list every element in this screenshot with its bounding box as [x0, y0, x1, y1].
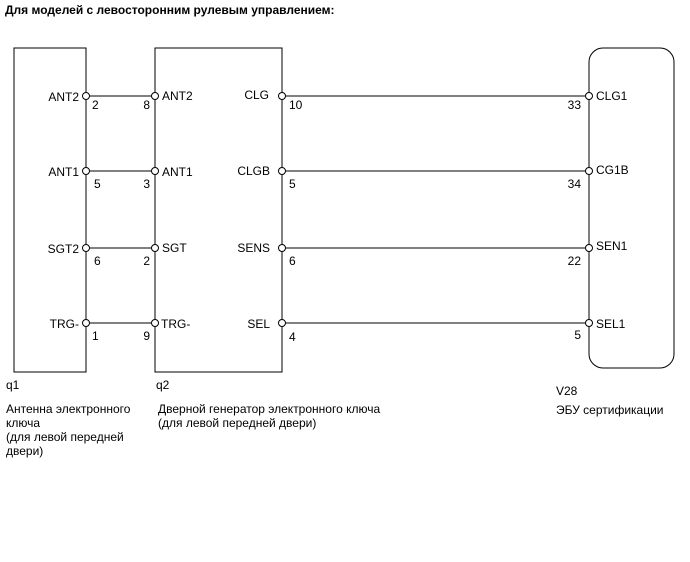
component-v28-desc: ЭБУ сертификации [556, 403, 664, 417]
q2-right-pin-label: CLG [244, 88, 269, 102]
q2-right-pin-label: SENS [237, 241, 270, 255]
q1-pin-number: 1 [92, 329, 99, 343]
component-q2-desc: Дверной генератор электронного ключа [158, 402, 380, 416]
terminal-q2-clg [278, 92, 286, 100]
q1-pin-label: ANT1 [48, 165, 79, 179]
q1-pin-label: TRG- [50, 317, 79, 331]
component-q1-desc: двери) [6, 444, 43, 458]
v28-pin-label: SEL1 [596, 317, 626, 331]
v28-pin-number: 5 [574, 328, 581, 342]
q2-left-pin-label: TRG- [161, 317, 190, 331]
component-q1-desc: (для левой передней [6, 430, 124, 444]
terminal-q2-sgt [151, 244, 159, 252]
component-v28-ref: V28 [556, 384, 578, 398]
component-q1-box [13, 47, 87, 373]
q2-left-pin-label: ANT1 [162, 165, 193, 179]
terminal-q2-ant1 [151, 167, 159, 175]
v28-pin-label: CLG1 [596, 89, 628, 103]
v28-pin-label: CG1B [596, 163, 629, 177]
terminal-q1-sgt2 [82, 244, 90, 252]
q2-right-pin-label: CLGB [237, 164, 270, 178]
q2-right-pin-label: SEL [247, 317, 270, 331]
terminal-q1-trg [82, 319, 90, 327]
component-q1-desc: Антенна электронного [6, 402, 131, 416]
q2-right-pin-number: 4 [289, 330, 296, 344]
q1-pin-number: 6 [94, 254, 101, 268]
q1-pin-label: SGT2 [48, 242, 80, 256]
component-q2-box [154, 47, 283, 373]
component-q2-desc: (для левой передней двери) [158, 416, 316, 430]
q2-right-pin-number: 5 [289, 177, 296, 191]
terminal-q1-ant2 [82, 92, 90, 100]
terminal-q2-ant2 [151, 92, 159, 100]
component-q1-desc: ключа [6, 416, 40, 430]
terminal-q2-sel [278, 319, 286, 327]
terminal-q1-ant1 [82, 167, 90, 175]
q1-pin-label: ANT2 [48, 90, 79, 104]
terminal-v28-sen1 [585, 244, 593, 252]
component-q2-ref: q2 [156, 378, 170, 392]
terminal-v28-clg1 [585, 92, 593, 100]
component-q1-ref: q1 [6, 378, 20, 392]
q2-left-pin-label: ANT2 [162, 89, 193, 103]
q2-left-pin-number: 3 [143, 177, 150, 191]
diagram-title: Для моделей с левосторонним рулевым упра… [5, 3, 335, 17]
q1-pin-number: 5 [94, 177, 101, 191]
terminal-v28-sel1 [585, 319, 593, 327]
v28-pin-number: 22 [568, 254, 582, 268]
terminal-q2-sens [278, 244, 286, 252]
terminal-q2-trg [151, 319, 159, 327]
q2-left-pin-number: 9 [143, 329, 150, 343]
q2-left-pin-number: 8 [143, 98, 150, 112]
terminal-q2-clgb [278, 167, 286, 175]
v28-pin-label: SEN1 [596, 239, 628, 253]
q2-right-pin-number: 6 [289, 254, 296, 268]
q1-pin-number: 2 [92, 98, 99, 112]
v28-pin-number: 34 [568, 177, 582, 191]
v28-pin-number: 33 [568, 98, 582, 112]
terminal-v28-cg1b [585, 167, 593, 175]
q2-left-pin-label: SGT [162, 241, 187, 255]
q2-left-pin-number: 2 [143, 254, 150, 268]
q2-right-pin-number: 10 [289, 98, 303, 112]
component-v28-box [588, 47, 675, 369]
